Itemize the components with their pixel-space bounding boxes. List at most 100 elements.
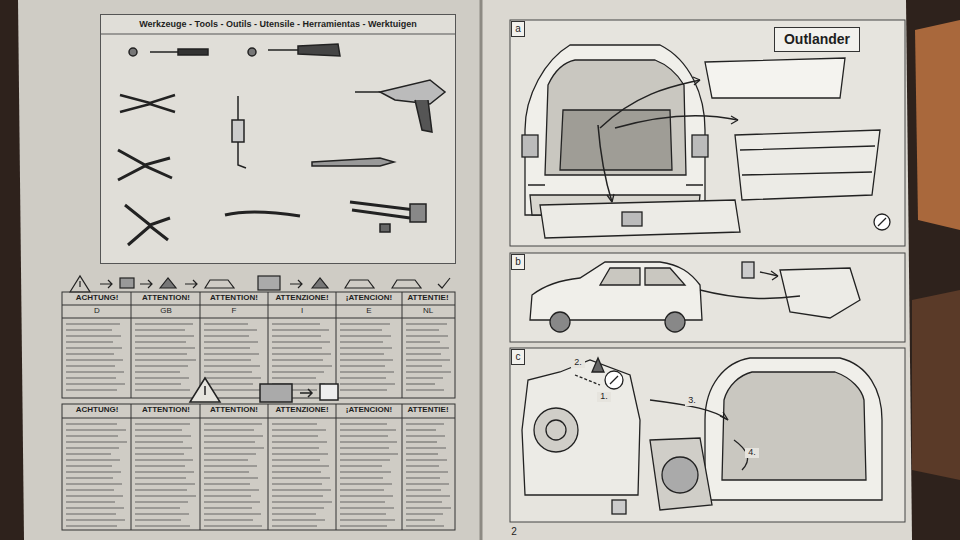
text-texture — [340, 323, 390, 325]
text-texture — [272, 435, 318, 437]
text-texture — [272, 341, 330, 343]
text-texture — [66, 441, 127, 443]
text-texture — [340, 359, 393, 361]
language-code: I — [269, 307, 335, 316]
text-texture — [406, 513, 443, 515]
text-texture — [406, 365, 442, 367]
text-texture — [66, 477, 113, 479]
text-texture — [204, 435, 263, 437]
language-code: GB — [133, 307, 199, 316]
text-texture — [135, 323, 193, 325]
warning-heading: ATTENTION! — [201, 294, 267, 303]
text-texture — [135, 423, 190, 425]
callout-number: 4. — [745, 448, 759, 458]
text-texture — [406, 471, 448, 473]
text-texture — [204, 477, 258, 479]
text-texture — [272, 365, 332, 367]
step-letter-box: b — [511, 254, 525, 270]
text-texture — [340, 471, 391, 473]
text-texture — [340, 459, 390, 461]
text-texture — [340, 329, 382, 331]
text-texture — [340, 335, 391, 337]
text-texture — [406, 495, 450, 497]
text-texture — [135, 489, 187, 491]
warning-heading: ¡ATENCION! — [336, 294, 402, 303]
text-texture — [204, 519, 253, 521]
text-texture — [406, 525, 444, 527]
text-texture — [340, 423, 387, 425]
text-texture — [204, 347, 250, 349]
text-texture — [406, 359, 450, 361]
text-texture — [135, 341, 186, 343]
text-texture — [340, 377, 386, 379]
text-texture — [135, 501, 188, 503]
text-texture — [272, 423, 317, 425]
text-texture — [406, 477, 440, 479]
text-texture — [66, 519, 125, 521]
text-texture — [204, 329, 257, 331]
text-texture — [340, 525, 387, 527]
text-texture — [66, 453, 111, 455]
tools-panel: Werkzeuge - Tools - Outils - Utensile - … — [100, 14, 456, 264]
language-code: E — [336, 307, 402, 316]
text-texture — [204, 429, 254, 431]
text-texture — [406, 335, 448, 337]
text-texture — [66, 507, 124, 509]
step-letter-box: c — [511, 349, 525, 365]
text-texture — [340, 513, 386, 515]
text-texture — [406, 383, 435, 385]
text-texture — [272, 347, 322, 349]
text-texture — [272, 525, 317, 527]
text-texture — [66, 447, 119, 449]
text-texture — [272, 483, 322, 485]
text-texture — [272, 335, 321, 337]
text-texture — [406, 323, 447, 325]
text-texture — [272, 477, 330, 479]
text-texture — [66, 471, 121, 473]
text-texture — [66, 489, 114, 491]
text-texture — [204, 507, 252, 509]
text-texture — [340, 389, 387, 391]
warning-heading: ATTENTIE! — [395, 406, 461, 415]
text-texture — [406, 489, 441, 491]
text-texture — [204, 453, 256, 455]
text-texture — [204, 513, 261, 515]
text-texture — [66, 371, 124, 373]
text-texture — [272, 507, 324, 509]
text-texture — [135, 471, 194, 473]
text-texture — [340, 435, 388, 437]
step-letter-box: a — [511, 21, 525, 37]
text-texture — [406, 507, 451, 509]
text-texture — [204, 447, 264, 449]
text-texture — [204, 365, 260, 367]
text-texture — [135, 335, 194, 337]
text-texture — [135, 465, 185, 467]
warning-heading: ATTENZIONE! — [269, 406, 335, 415]
text-texture — [66, 359, 123, 361]
text-texture — [135, 507, 180, 509]
text-texture — [66, 483, 122, 485]
text-texture — [272, 459, 320, 461]
warning-heading: ATTENTION! — [133, 294, 199, 303]
language-code: NL — [395, 307, 461, 316]
text-texture — [406, 371, 451, 373]
text-texture — [135, 441, 183, 443]
text-texture — [340, 501, 385, 503]
text-texture — [406, 389, 444, 391]
text-texture — [272, 429, 326, 431]
callout-number: 3. — [685, 396, 699, 406]
text-texture — [340, 371, 394, 373]
box-text: c — [513, 351, 523, 363]
text-texture — [406, 519, 435, 521]
text-texture — [272, 465, 329, 467]
text-texture — [204, 495, 251, 497]
text-texture — [135, 495, 196, 497]
text-texture — [406, 377, 443, 379]
text-texture — [340, 483, 392, 485]
text-texture — [272, 471, 321, 473]
text-texture — [66, 423, 117, 425]
text-texture — [272, 501, 332, 503]
text-texture — [204, 377, 261, 379]
text-texture — [66, 501, 115, 503]
text-texture — [340, 347, 392, 349]
